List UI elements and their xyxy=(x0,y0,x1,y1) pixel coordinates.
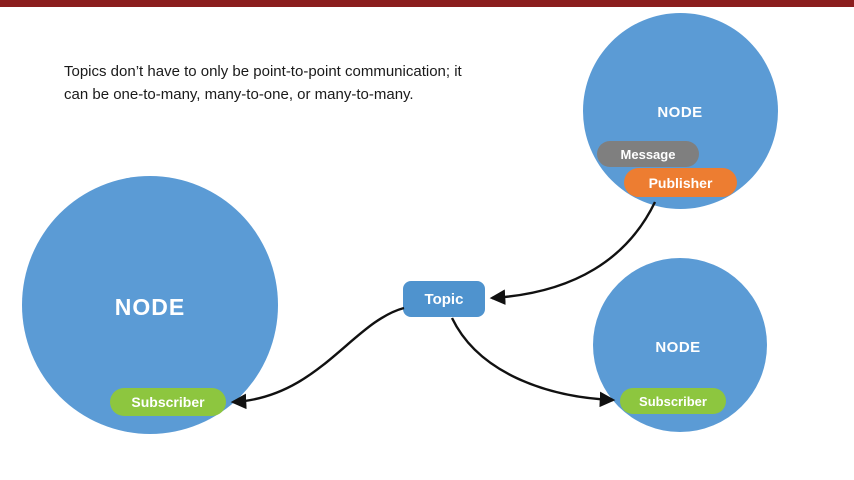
topic-box: Topic xyxy=(403,281,485,317)
bottom-right-node-label: NODE xyxy=(655,339,701,356)
left-subscriber-label: Subscriber xyxy=(131,394,205,410)
message-label: Message xyxy=(620,146,676,162)
publisher-pill: Publisher xyxy=(624,168,737,197)
top-accent-bar xyxy=(0,0,854,7)
topic-label: Topic xyxy=(424,290,464,308)
message-pill: Message xyxy=(597,141,699,167)
bottom-right-subscriber-pill: Subscriber xyxy=(620,388,726,414)
left-subscriber-pill: Subscriber xyxy=(110,388,226,416)
bottom-right-subscriber-label: Subscriber xyxy=(639,393,707,409)
left-node-label: NODE xyxy=(114,294,186,320)
publisher-label: Publisher xyxy=(648,174,713,191)
arrow-topic-to-bottom-right-subscriber xyxy=(450,317,616,408)
top-right-node-label: NODE xyxy=(657,104,703,121)
caption-text: Topics don’t have to only be point-to-po… xyxy=(64,63,462,103)
